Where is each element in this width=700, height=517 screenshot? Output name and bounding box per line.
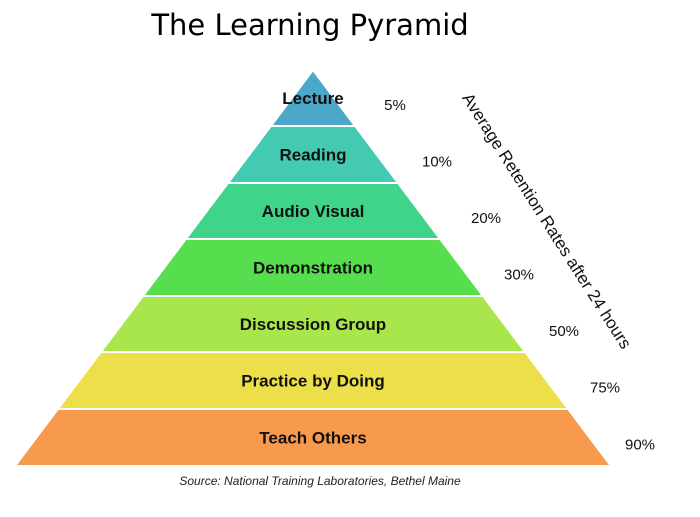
retention-rate: 90% [625, 437, 655, 454]
retention-rate: 10% [422, 154, 452, 171]
source-note: Source: National Training Laboratories, … [179, 474, 461, 488]
level-label: Discussion Group [240, 315, 386, 334]
diagram-title: The Learning Pyramid [151, 8, 469, 42]
level-label: Lecture [282, 89, 343, 108]
retention-rate: 75% [590, 380, 620, 397]
retention-rate: 30% [504, 267, 534, 284]
retention-rate: 5% [384, 97, 406, 114]
retention-rate: 20% [471, 210, 501, 227]
level-label: Practice by Doing [241, 372, 385, 391]
pyramid-level [12, 408, 614, 467]
level-label: Teach Others [259, 429, 366, 448]
level-label: Audio Visual [262, 202, 365, 221]
level-label: Reading [279, 146, 346, 165]
retention-rate: 50% [549, 323, 579, 340]
level-label: Demonstration [253, 259, 373, 278]
